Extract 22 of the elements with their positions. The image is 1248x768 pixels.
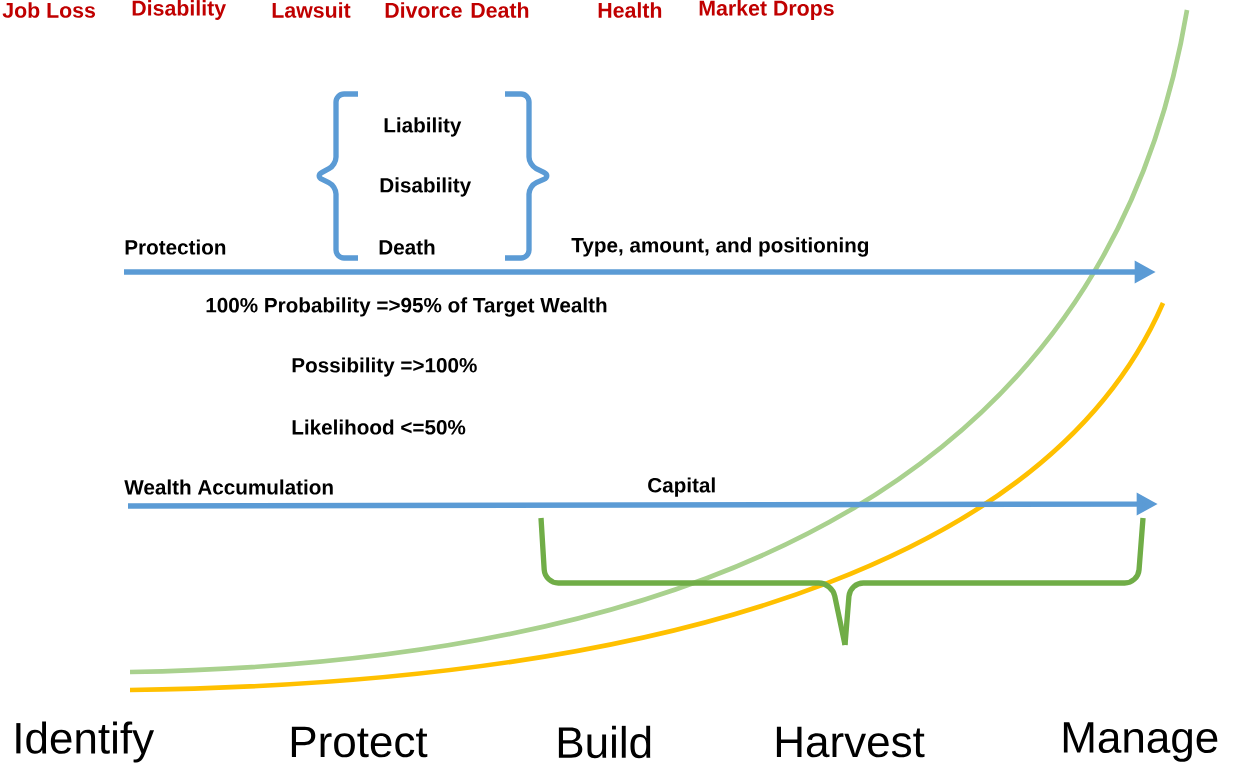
note-text: Possibility =>100% (292, 357, 477, 377)
note-text: 100% Probability =>95% of Target Wealth (206, 297, 607, 317)
risk-label: Health (598, 2, 662, 18)
note-text: Likelihood <=50% (292, 419, 466, 435)
risk-label: Death (471, 2, 529, 18)
risk-label: Disability (132, 0, 226, 20)
stage-label: Manage (1063, 722, 1218, 762)
note-text: Type, amount, and positioning (571, 237, 869, 257)
stage-label: Identify (16, 721, 155, 763)
stage-label: Build (558, 725, 651, 759)
stage-label: Harvest (776, 726, 925, 758)
risk-label: Market Drops (699, 0, 834, 20)
stage-label: Protect (291, 726, 428, 758)
bracket-item: Disability (380, 177, 472, 197)
risk-label: Job Loss (2, 2, 95, 18)
bracket-item: Liability (384, 117, 462, 137)
axis-label: Protection (125, 239, 226, 255)
risk-label: Lawsuit (272, 2, 351, 18)
risk-label: Divorce (385, 2, 462, 18)
bracket-item: Death (379, 239, 435, 255)
note-text: Capital (648, 477, 715, 497)
axis-label: Wealth Accumulation (124, 479, 333, 495)
